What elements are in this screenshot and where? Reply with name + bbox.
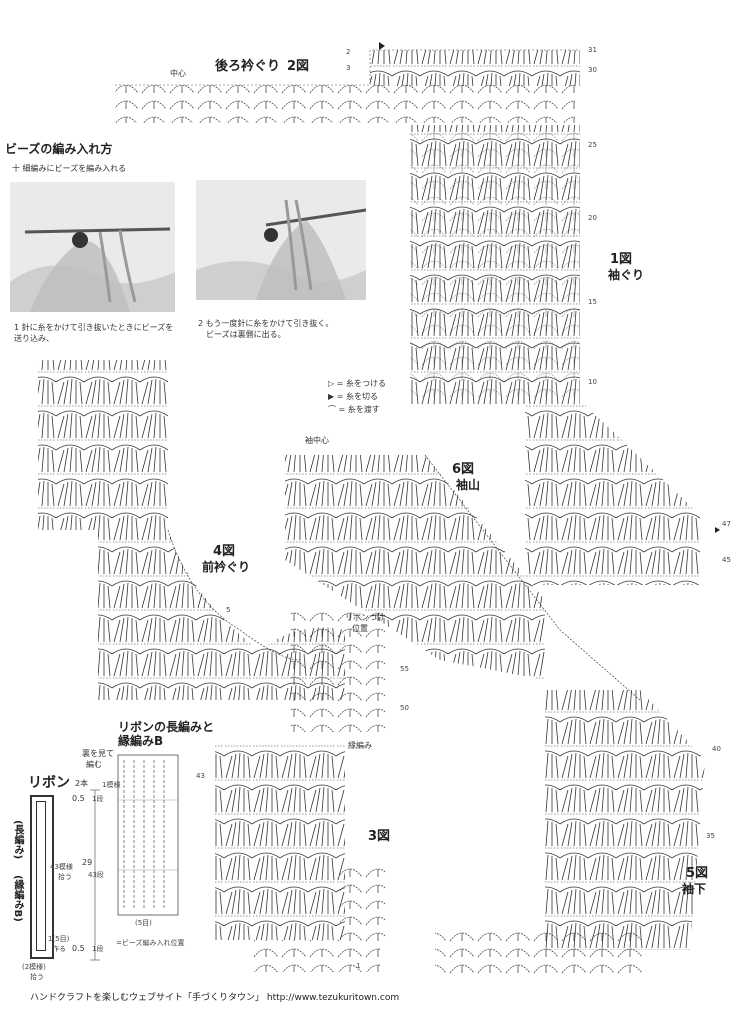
armhole-title: 袖ぐり — [608, 268, 645, 282]
row-10: 10 — [588, 378, 597, 386]
row-25: 25 — [588, 141, 597, 149]
ribbon-edge-chart — [290, 612, 385, 732]
reverse-note: 裏を見て — [82, 749, 114, 758]
row-35: 35 — [706, 832, 715, 840]
row-2: 2 — [346, 48, 351, 56]
ribbon-inner-outline — [36, 801, 46, 951]
footer-url[interactable]: http://www.tezukuritown.com — [266, 993, 400, 1003]
row-3: 3 — [346, 64, 351, 72]
bead-photo-2 — [196, 180, 366, 300]
bead-caption-1a: 1 針に糸をかけて引き抜いたときにビーズを — [14, 323, 174, 332]
rows-43-label-2: 拾う — [58, 873, 72, 881]
rows-43-label: 43模様 — [50, 863, 73, 871]
back-neck-title: 後ろ衿ぐり — [215, 59, 281, 74]
ribbon-title: リボン — [28, 775, 70, 791]
len2-label: 29 — [82, 858, 93, 867]
bead-position-label: =ビーズ編み入れ位置 — [116, 939, 185, 947]
center-back-label: 中心 — [170, 69, 186, 78]
sleeve-cap-title: 袖山 — [456, 478, 481, 492]
back-neck-fig-label: 2図 — [287, 59, 310, 74]
bead-symbol-note: 十 細編みにビーズを編み入れる — [12, 164, 127, 173]
ribbon-stitch-chart — [117, 754, 179, 916]
footer: ハンドクラフトを楽しむウェブサイト「手づくりタウン」 http://www.te… — [30, 990, 399, 1003]
bead-caption-1b: 送り込み、 — [14, 334, 54, 343]
len1-unit: 1段 — [92, 795, 104, 803]
legend-join: ⌒ = 糸を渡す — [328, 405, 380, 414]
ribbon-edge-b-label: (縁編みB) — [12, 875, 23, 922]
bead-caption-2a: 2 もう一度針に糸をかけて引き抜く。 — [198, 319, 334, 328]
two-pattern-label: (2模様) — [22, 963, 46, 971]
fig3-chart — [215, 745, 385, 972]
ribbon-edge-title-2: 縁編みB — [118, 734, 164, 748]
one-pattern-label: 1模様 — [102, 781, 121, 789]
row-40: 40 — [712, 745, 721, 753]
front-neck-fig-label: 4図 — [213, 544, 236, 559]
dimension-lines — [90, 789, 100, 961]
ribbon-outline — [30, 795, 54, 959]
five-moku-label: (5目) — [135, 919, 152, 927]
legend-attach: ▷ = 糸をつける — [328, 379, 386, 388]
five-st-label: 1(5目) — [48, 935, 70, 943]
fig3-label: 3図 — [368, 829, 391, 844]
two-strands-label: 2本 — [75, 779, 89, 788]
sleeve-cap-fig-label: 6図 — [452, 462, 475, 477]
two-pattern-label-2: 拾う — [30, 973, 44, 981]
front-neck-title: 前衿ぐり — [202, 560, 251, 574]
fig2-back-neck-chart — [115, 49, 580, 123]
len3-unit: 1段 — [92, 945, 104, 953]
row-55: 55 — [400, 665, 409, 673]
row-15: 15 — [588, 298, 597, 306]
bead-photo-1 — [10, 182, 175, 312]
underarm-title: 袖下 — [682, 882, 707, 896]
bead-heading: ビーズの編み入れ方 — [5, 142, 113, 156]
ribbon-edge-title: リボンの長編みと — [118, 720, 215, 734]
arrow-markers — [379, 42, 720, 533]
len1-label: 0.5 — [72, 794, 85, 803]
five-st-label-2: 作る — [52, 945, 66, 953]
row-30: 30 — [588, 66, 597, 74]
reverse-note-2: 編む — [86, 760, 102, 769]
legend-cut: ▶ = 糸を切る — [328, 392, 378, 401]
sleeve-center-label: 袖中心 — [305, 436, 329, 445]
edge-b-label: 縁編み — [348, 741, 372, 750]
row-47: 47 — [722, 520, 731, 528]
fig1-armhole-chart — [410, 125, 580, 405]
len2-unit: 43段 — [88, 871, 104, 879]
underarm-fig-label: 5図 — [686, 866, 709, 881]
row-43: 43 — [196, 772, 205, 780]
row-50: 50 — [400, 704, 409, 712]
row-1: 1 — [356, 962, 361, 970]
row-45: 45 — [722, 556, 731, 564]
len3-label: 0.5 — [72, 944, 85, 953]
ribbon-attach-label: リボンつけ — [345, 613, 385, 622]
row-5: 5 — [226, 606, 231, 614]
fig6-sleeve-cap-chart — [285, 405, 700, 701]
ribbon-attach-label-2: 位置 — [352, 624, 368, 633]
row-31: 31 — [588, 46, 597, 54]
fig5-underarm-chart — [435, 690, 705, 975]
armhole-fig-label: 1図 — [610, 252, 633, 267]
footer-text: ハンドクラフトを楽しむウェブサイト「手づくりタウン」 — [30, 993, 265, 1003]
row-20: 20 — [588, 214, 597, 222]
bead-caption-2b: ビーズは裏側に出る。 — [206, 330, 286, 339]
fig4-front-neck-chart — [38, 360, 345, 700]
ribbon-long-label: (長編み) — [12, 820, 23, 860]
